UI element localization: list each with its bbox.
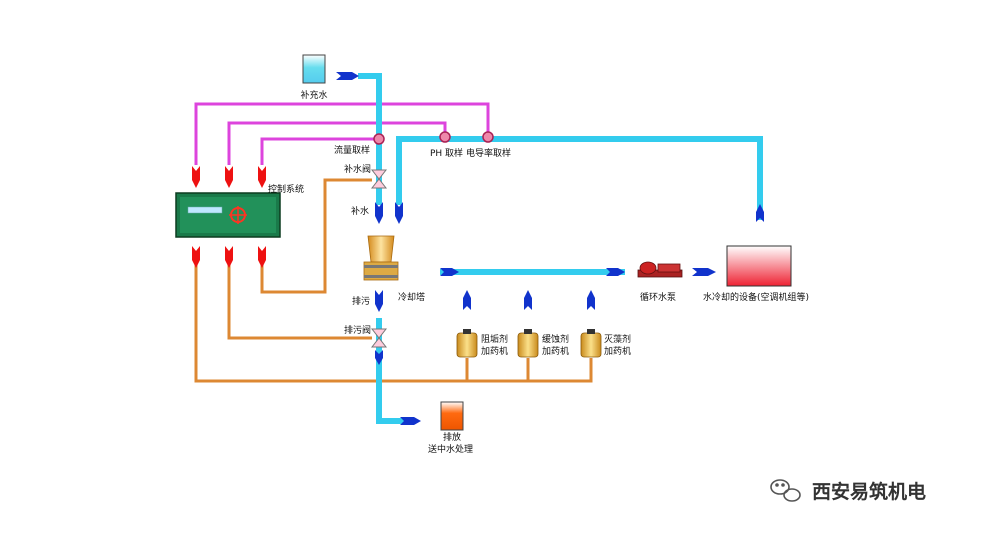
flow-arrows bbox=[336, 72, 764, 425]
label-conductivity-sampling: 电导率取样 bbox=[466, 147, 511, 159]
drain-tank bbox=[440, 401, 464, 431]
circulating-pump bbox=[637, 261, 683, 278]
control-arrow-out-3 bbox=[258, 246, 266, 268]
control-arrow-out-1 bbox=[192, 246, 200, 268]
signal-line-flow bbox=[194, 102, 490, 165]
control-line-blowdown-valve bbox=[227, 262, 372, 340]
flow-arrow-makeup-down bbox=[375, 202, 383, 224]
cooled-equipment bbox=[726, 245, 792, 287]
flow-arrow-circulation-end bbox=[606, 268, 625, 276]
control-line-makeup-valve bbox=[260, 178, 372, 294]
pipe-makeup-supply bbox=[358, 73, 382, 205]
label-makeup-water: 补充水 bbox=[300, 89, 327, 101]
pipe-return-to-tower bbox=[396, 136, 763, 220]
label-ph-sampling: PH 取样 bbox=[430, 147, 463, 159]
signal-lines bbox=[194, 102, 490, 165]
dosing-machine-algaecide bbox=[580, 329, 602, 358]
flow-arrow-return-down bbox=[395, 202, 403, 224]
flow-arrow-equipment-up bbox=[756, 204, 764, 222]
label-drain-1: 排放 bbox=[443, 431, 461, 443]
control-arrows bbox=[192, 166, 266, 268]
control-arrow-in-3 bbox=[258, 166, 266, 188]
label-blowdown: 排污 bbox=[352, 295, 370, 307]
label-drain-2: 送中水处理 bbox=[428, 443, 473, 455]
cooling-tower bbox=[363, 235, 399, 281]
ph-sampling-point bbox=[439, 131, 451, 143]
control-arrow-in-1 bbox=[192, 166, 200, 188]
signal-line-conductivity bbox=[260, 137, 379, 165]
wechat-icon bbox=[770, 479, 801, 502]
label-cooling-tower: 冷却塔 bbox=[398, 291, 425, 303]
flow-arrow-makeup-in bbox=[336, 72, 359, 80]
dosing-machine-scale-inhibitor bbox=[456, 329, 478, 358]
makeup-water-tank bbox=[302, 54, 326, 84]
dosing-machine-corrosion-inhibitor bbox=[517, 329, 539, 358]
watermark: 西安易筑机电 bbox=[770, 479, 926, 503]
flow-arrow-to-equipment bbox=[692, 268, 716, 276]
flow-arrow-circulation-start bbox=[440, 268, 459, 276]
watermark-text: 西安易筑机电 bbox=[812, 480, 926, 503]
pipe-blowdown bbox=[376, 318, 411, 424]
flow-arrow-dosing-3 bbox=[587, 290, 595, 310]
label-corrosion-inhibitor-1: 缓蚀剂 bbox=[542, 333, 569, 345]
control-line-dosing bbox=[194, 262, 593, 383]
label-scale-inhibitor-2: 加药机 bbox=[481, 345, 508, 357]
conductivity-sampling-point bbox=[482, 131, 494, 143]
signal-line-ph bbox=[227, 121, 447, 165]
flow-arrow-to-drain bbox=[400, 417, 421, 425]
control-lines bbox=[194, 178, 593, 383]
flow-arrow-dosing-2 bbox=[524, 290, 532, 310]
label-corrosion-inhibitor-2: 加药机 bbox=[542, 345, 569, 357]
control-arrow-in-2 bbox=[225, 166, 233, 188]
label-algaecide-1: 灭藻剂 bbox=[604, 333, 631, 345]
flow-arrow-blowdown-down bbox=[375, 290, 383, 312]
label-flow-sampling: 流量取样 bbox=[334, 144, 370, 156]
flow-sampling-point bbox=[373, 133, 385, 145]
blowdown-valve bbox=[370, 328, 388, 348]
flow-arrow-blowdown-valve-down bbox=[375, 350, 383, 365]
label-blowdown-valve: 排污阀 bbox=[344, 324, 371, 336]
makeup-valve bbox=[370, 169, 388, 189]
label-circulating-pump: 循环水泵 bbox=[640, 291, 676, 303]
water-pipes bbox=[358, 73, 763, 424]
label-cooled-equipment: 水冷却的设备(空调机组等) bbox=[703, 291, 809, 303]
control-panel-display bbox=[187, 206, 223, 214]
sampling-points bbox=[373, 131, 494, 145]
label-makeup-valve: 补水阀 bbox=[344, 163, 371, 175]
control-panel bbox=[175, 192, 281, 238]
flow-arrow-dosing-1 bbox=[463, 290, 471, 310]
label-scale-inhibitor-1: 阻垢剂 bbox=[481, 333, 508, 345]
label-algaecide-2: 加药机 bbox=[604, 345, 631, 357]
label-control-system: 控制系统 bbox=[268, 183, 304, 195]
control-arrow-out-2 bbox=[225, 246, 233, 268]
label-makeup: 补水 bbox=[351, 205, 369, 217]
